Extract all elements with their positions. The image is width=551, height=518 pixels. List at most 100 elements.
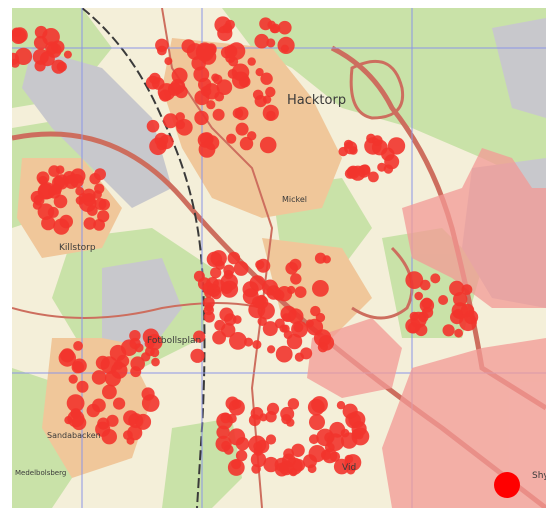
heat-dot xyxy=(312,280,329,297)
heat-dot xyxy=(248,435,267,454)
heat-dot xyxy=(33,35,48,50)
heat-dot xyxy=(181,39,196,54)
heat-dot xyxy=(309,414,325,431)
heat-dot xyxy=(72,358,87,373)
heat-dot xyxy=(289,258,302,271)
heat-dot xyxy=(53,194,68,209)
heat-dot xyxy=(227,413,237,424)
heat-dot xyxy=(215,435,232,452)
heat-dot xyxy=(215,260,225,270)
highlight-marker[interactable] xyxy=(494,472,520,498)
heat-dot xyxy=(286,333,303,350)
heat-dot xyxy=(151,357,160,367)
heat-dot xyxy=(216,79,233,95)
heat-dot xyxy=(247,57,256,66)
heat-zone xyxy=(402,148,546,308)
heat-dot xyxy=(86,205,98,216)
heat-dot xyxy=(252,340,262,350)
heat-dot-layer xyxy=(12,16,479,477)
map-canvas[interactable]: Hacktorp Mickel Killstorp Fotbollsplan S… xyxy=(12,8,546,508)
heat-dot xyxy=(70,174,84,188)
heat-dot xyxy=(266,402,280,415)
heat-dot xyxy=(454,328,463,338)
heat-dot xyxy=(228,46,237,55)
heat-dot xyxy=(198,77,212,92)
heat-dot xyxy=(219,307,234,322)
heat-dot xyxy=(226,133,237,144)
heat-dot xyxy=(116,354,130,368)
heat-dot xyxy=(34,25,48,39)
heat-dot xyxy=(290,273,302,285)
heat-dot xyxy=(76,380,89,393)
heat-dot xyxy=(159,134,174,150)
heat-dot xyxy=(267,345,276,354)
heat-dot xyxy=(343,139,354,149)
heat-dot xyxy=(159,89,172,102)
place-label-killstorp: Killstorp xyxy=(59,243,96,253)
heat-dot xyxy=(32,200,42,210)
heat-dot xyxy=(260,72,273,85)
heat-dot xyxy=(314,252,327,264)
heat-dot xyxy=(67,410,85,428)
heat-dot xyxy=(341,432,358,449)
heat-dot xyxy=(453,308,463,319)
heat-dot xyxy=(263,456,279,473)
heat-dot xyxy=(415,323,428,337)
place-label-mickel: Mickel xyxy=(282,195,307,204)
heat-dot xyxy=(52,176,66,190)
heat-dot xyxy=(278,20,292,35)
heat-dot xyxy=(130,366,142,378)
heat-dot xyxy=(300,347,313,360)
heat-dot xyxy=(275,345,293,363)
heat-dot xyxy=(368,171,379,183)
heat-dot xyxy=(333,458,350,475)
heat-dot xyxy=(287,285,296,295)
heat-dot xyxy=(280,44,289,53)
heat-dot xyxy=(259,413,268,422)
heat-dot xyxy=(176,119,193,136)
heat-dot xyxy=(266,110,276,121)
heat-dot xyxy=(150,347,160,358)
heat-dot xyxy=(459,313,477,332)
heat-dot xyxy=(249,275,266,291)
heat-dot xyxy=(206,100,216,110)
heat-dot xyxy=(48,165,60,177)
heat-dot xyxy=(68,374,78,384)
heat-dot xyxy=(129,337,141,350)
heat-dot xyxy=(228,399,245,416)
heat-dot xyxy=(101,429,118,445)
heat-dot xyxy=(257,316,267,326)
heat-dot xyxy=(193,330,206,343)
heat-dot xyxy=(262,279,278,296)
heat-dot xyxy=(171,67,188,84)
heat-dot xyxy=(91,370,107,385)
heat-dot xyxy=(227,459,245,476)
heat-dot xyxy=(346,165,360,179)
heat-dot xyxy=(32,48,49,65)
heat-dot xyxy=(73,341,83,351)
heat-dot xyxy=(191,55,206,71)
heat-dot xyxy=(262,95,272,104)
heat-dot xyxy=(259,136,277,154)
heat-dot xyxy=(305,319,314,328)
heat-dot xyxy=(282,313,291,322)
heat-dot xyxy=(227,251,241,265)
heat-dot xyxy=(64,416,73,425)
local-road xyxy=(12,302,263,319)
heat-dot xyxy=(97,417,110,430)
heat-dot xyxy=(51,59,66,74)
heat-dot xyxy=(250,451,267,468)
heat-dot xyxy=(30,190,44,204)
heat-dot xyxy=(197,132,213,148)
heat-dot xyxy=(220,280,239,298)
heat-dot xyxy=(422,306,434,319)
heat-dot xyxy=(106,414,119,427)
heat-dot xyxy=(421,297,433,309)
place-label-shy: Shy xyxy=(532,471,546,481)
heat-dot xyxy=(37,203,55,220)
heat-dot xyxy=(265,434,277,445)
heat-dot xyxy=(100,356,119,374)
place-label-lower-left-1: Sandabacken xyxy=(47,431,101,440)
heat-dot xyxy=(274,318,285,329)
